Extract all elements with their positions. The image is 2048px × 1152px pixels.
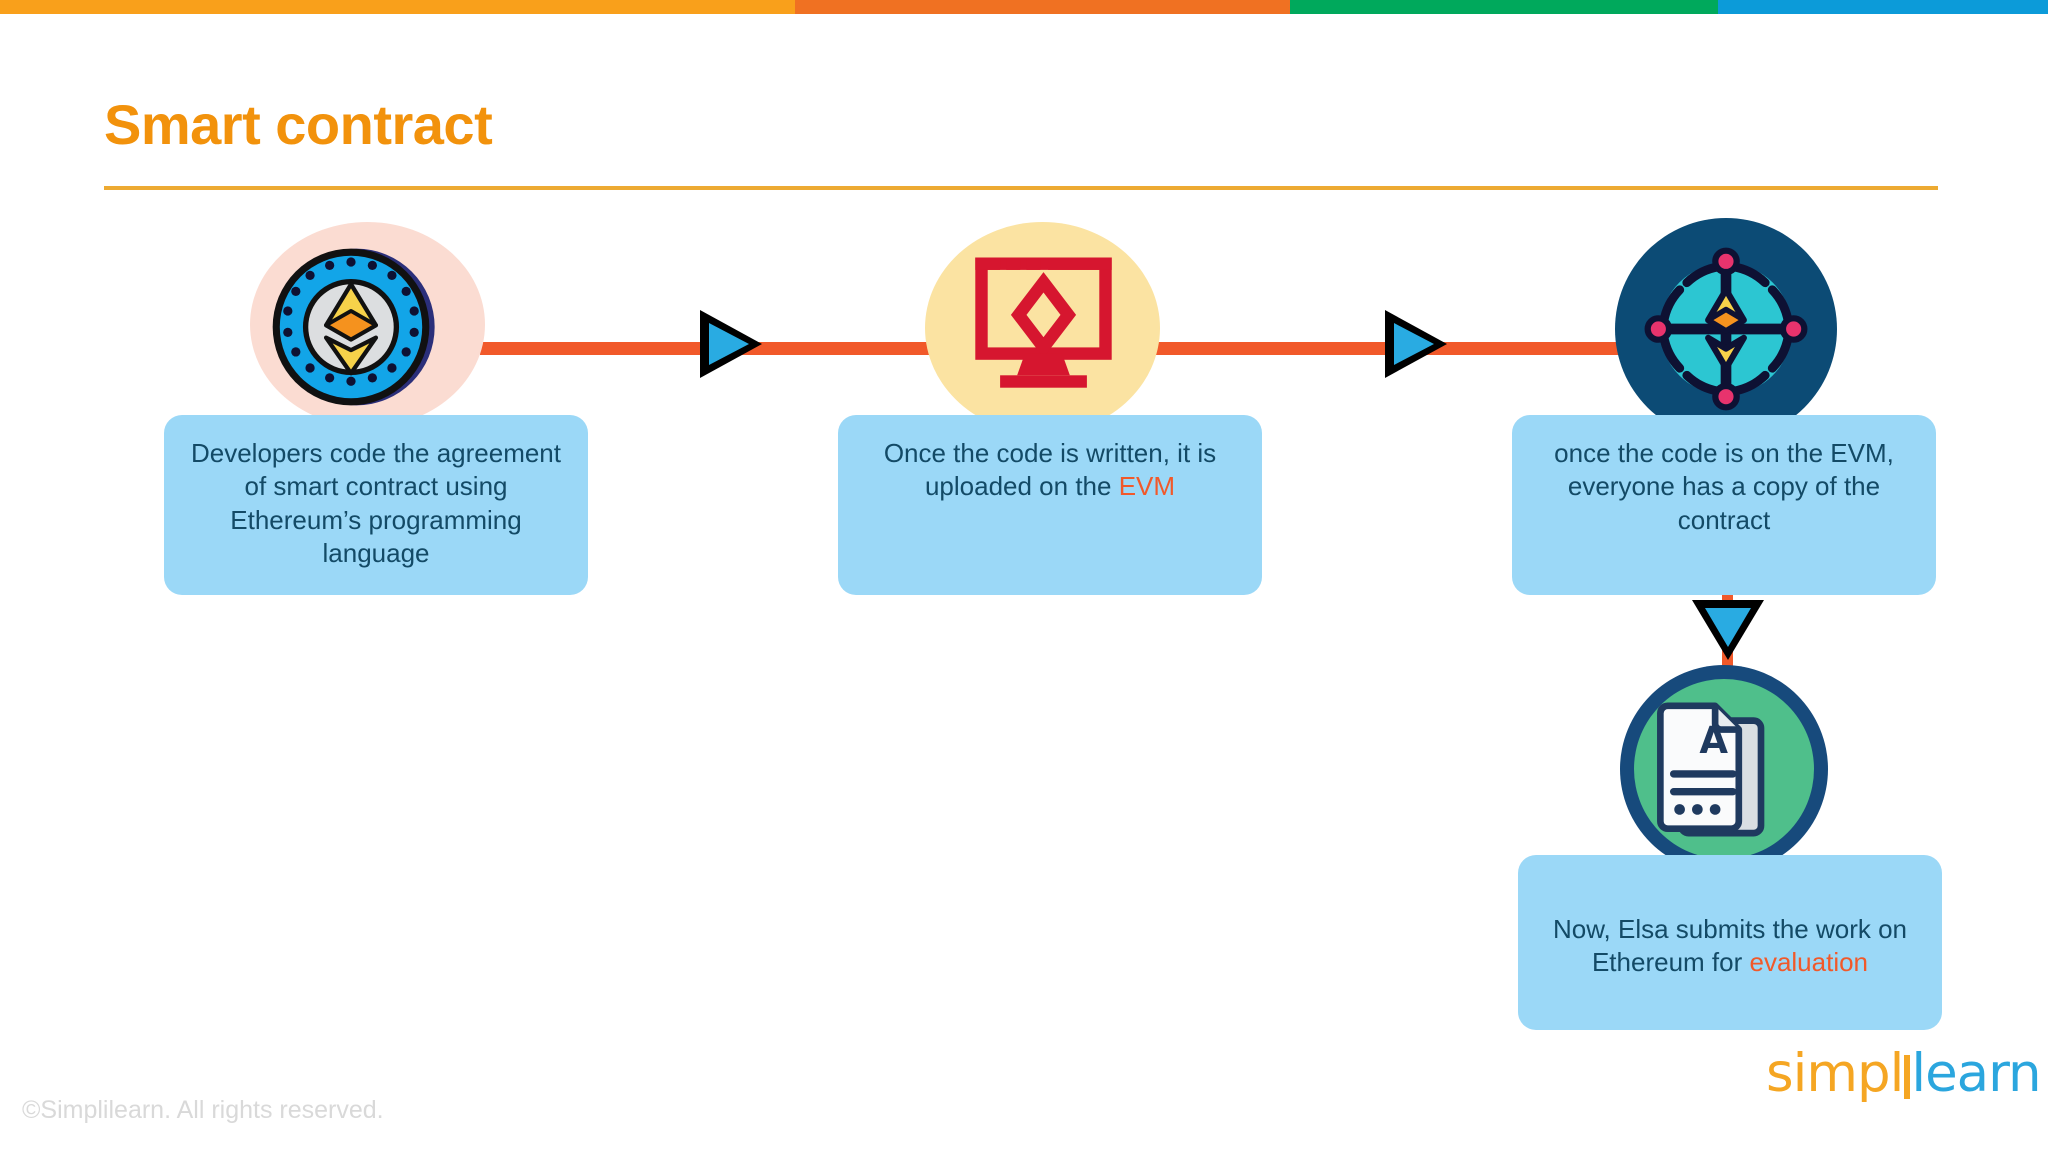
connector-line-3 — [1240, 342, 1660, 355]
step-1-callout: Developers code the agreement of smart c… — [164, 415, 588, 595]
logo-part-two: learn — [1911, 1043, 2041, 1104]
page-title: Smart contract — [104, 93, 493, 156]
copyright-text: ©Simplilearn. All rights reserved. — [22, 1096, 384, 1124]
topbar-segment-blue — [1718, 0, 2048, 14]
topbar-segment-amber — [0, 0, 795, 14]
arrow-fill — [1394, 323, 1434, 365]
step-4-text-main: Now, Elsa submits the work on Ethereum f… — [1552, 914, 1908, 978]
ethereum-coin-icon — [262, 238, 440, 416]
title-divider — [104, 186, 1938, 190]
document-stack-icon: A — [1650, 688, 1798, 848]
topbar-segment-orange — [795, 0, 1290, 14]
step-2-text: Once the code is written, it is uploaded… — [864, 437, 1236, 504]
top-color-bar — [0, 0, 2048, 14]
logo-part-one: simpl — [1766, 1043, 1904, 1104]
step-2-text-highlight: EVM — [1118, 471, 1176, 502]
flow-arrow-down-1 — [1692, 600, 1764, 660]
step-4-callout: Now, Elsa submits the work on Ethereum f… — [1518, 855, 1942, 1030]
arrow-fill — [709, 323, 749, 365]
logo-i-bar-icon — [1904, 1055, 1911, 1099]
step-2-callout: Once the code is written, it is uploaded… — [838, 415, 1262, 595]
step-4-text-highlight: evaluation — [1749, 947, 1869, 978]
arrow-fill — [1705, 608, 1751, 647]
step-1-text: Developers code the agreement of smart c… — [190, 438, 561, 568]
step-3-callout: once the code is on the EVM, everyone ha… — [1512, 415, 1936, 595]
step-3-text: once the code is on the EVM, everyone ha… — [1554, 438, 1894, 535]
topbar-segment-green — [1290, 0, 1718, 14]
step-2-icon-blob — [925, 222, 1160, 434]
svg-text:A: A — [1699, 719, 1728, 762]
distributed-network-icon — [1637, 240, 1815, 418]
step-4-text: Now, Elsa submits the work on Ethereum f… — [1544, 913, 1916, 980]
monitor-ethereum-icon — [966, 242, 1121, 397]
step-2-text-main: Once the code is written, it is uploaded… — [883, 438, 1217, 502]
